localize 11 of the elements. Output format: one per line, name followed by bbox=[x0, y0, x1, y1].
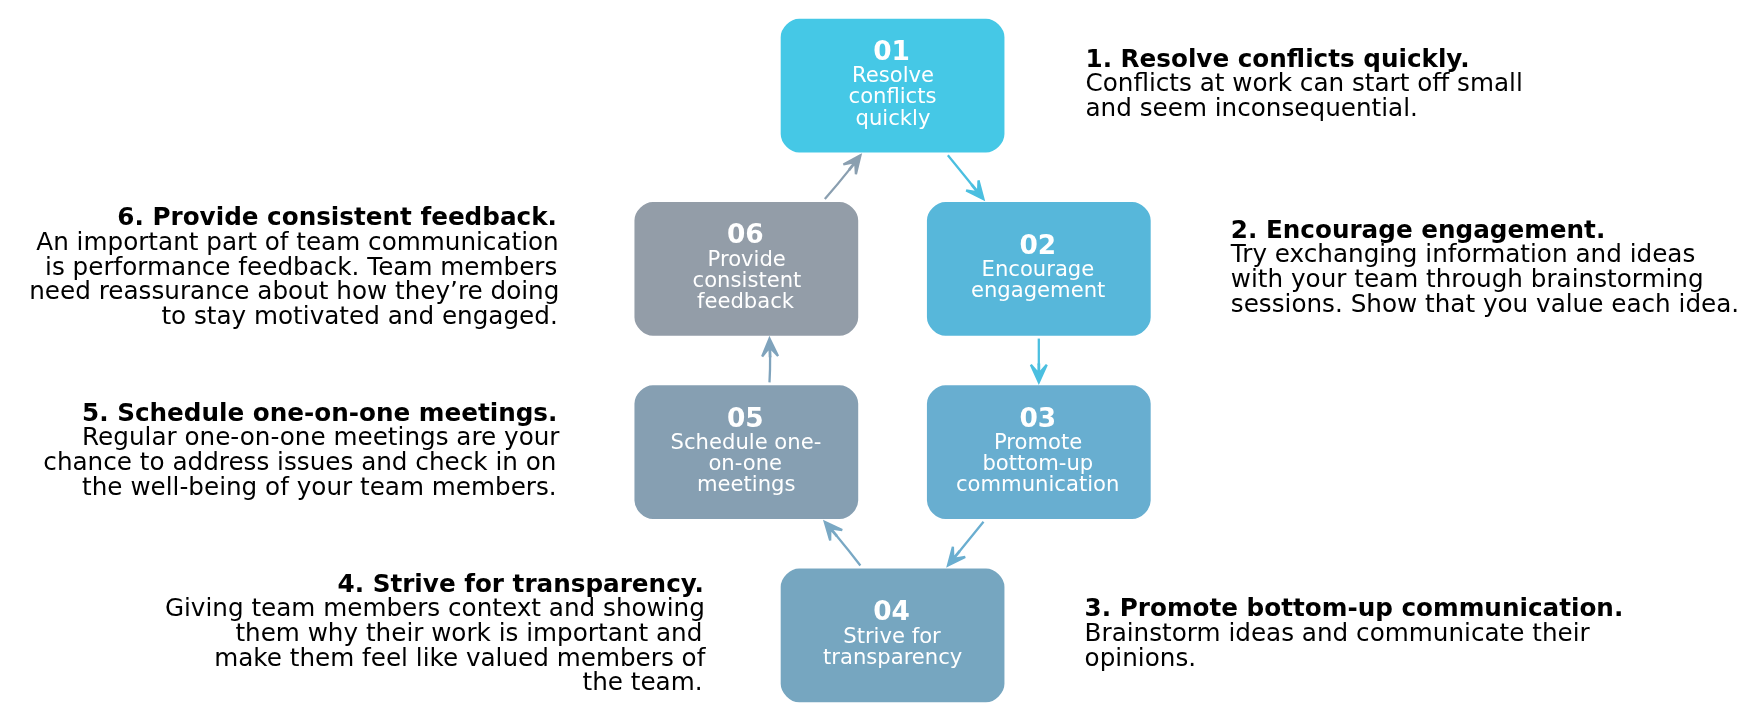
arrow bbox=[946, 154, 985, 201]
arrow bbox=[823, 154, 862, 200]
arrow bbox=[823, 520, 862, 567]
label: 4. Strive for transparency. bbox=[337, 568, 704, 598]
label: 1. Resolve conflicts quickly. bbox=[1085, 43, 1470, 73]
label: 2. Encourage engagement. bbox=[1230, 214, 1606, 244]
arrow bbox=[1029, 338, 1048, 384]
label: 5. Schedule one-on-one meetings. bbox=[82, 397, 558, 427]
arrow bbox=[946, 521, 985, 567]
arrow bbox=[761, 337, 780, 383]
label: 3. Promote bottom-up communication. bbox=[1084, 593, 1624, 623]
